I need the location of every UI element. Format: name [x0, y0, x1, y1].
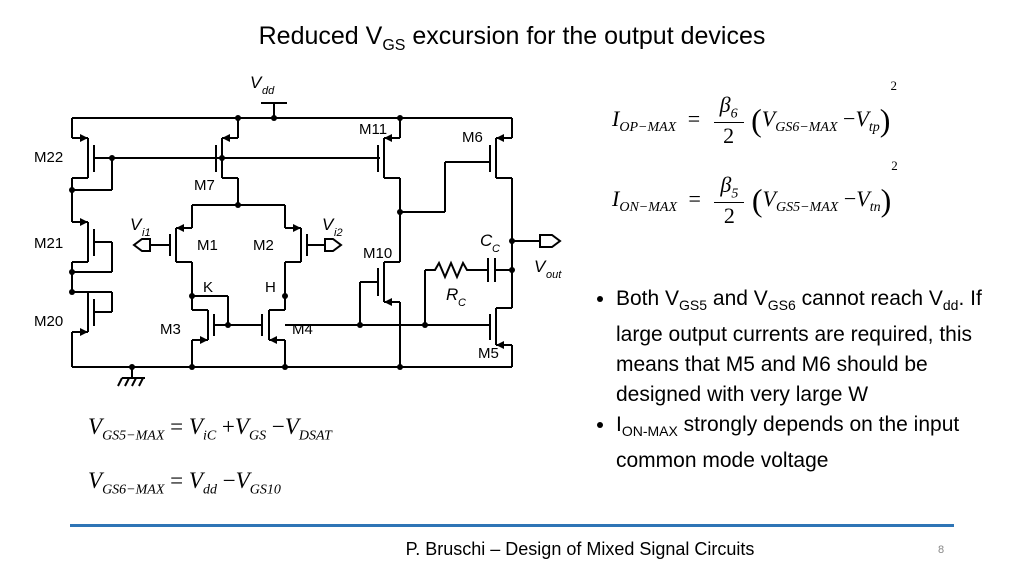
bullet-item: ION-MAX strongly depends on the input co…	[616, 410, 1008, 476]
bullet-list: Both VGS5 and VGS6 cannot reach Vdd. If …	[588, 284, 1008, 476]
node-h-label: H	[265, 279, 276, 296]
m3-label: M3	[160, 321, 181, 338]
m6-label: M6	[462, 129, 483, 146]
m10-label: M10	[363, 245, 392, 262]
vi2-sub: i2	[334, 227, 343, 239]
vdd-sub: dd	[262, 85, 275, 97]
vi1-label: V	[130, 215, 143, 234]
m21-label: M21	[34, 235, 63, 252]
rc-label: R	[446, 285, 458, 304]
cc-label: C	[480, 231, 493, 250]
page-number: 8	[938, 544, 945, 556]
bullet-item: Both VGS5 and VGS6 cannot reach Vdd. If …	[616, 284, 1008, 410]
equation-vgs6-max: VGS6−MAX = Vdd −VGS10	[88, 468, 281, 498]
m7-label: M7	[194, 177, 215, 194]
m4-label: M4	[292, 321, 313, 338]
vi2-label: V	[322, 215, 335, 234]
cc-sub: C	[492, 243, 500, 255]
slide-title: Reduced VGS excursion for the output dev…	[258, 22, 766, 54]
circuit-schematic: V dd M22 M21 M20 M11 M6 M7 M1 M2 M3 M4 M…	[34, 73, 562, 387]
vout-label: V	[534, 257, 547, 276]
footer-text: P. Bruschi – Design of Mixed Signal Circ…	[405, 539, 755, 559]
vdd-label: V	[250, 73, 263, 92]
m22-label: M22	[34, 149, 63, 166]
vout-sub: out	[546, 269, 562, 281]
m11-label: M11	[359, 121, 387, 138]
m2-label: M2	[253, 237, 274, 254]
rc-sub: C	[458, 297, 466, 309]
m20-label: M20	[34, 313, 63, 330]
footer-divider	[70, 524, 954, 527]
m1-label: M1	[197, 237, 218, 254]
equation-vgs5-max: VGS5−MAX = ViC +VGS −VDSAT	[88, 414, 332, 444]
node-k-label: K	[203, 279, 213, 296]
vi1-sub: i1	[142, 227, 151, 239]
m5-label: M5	[478, 345, 499, 362]
